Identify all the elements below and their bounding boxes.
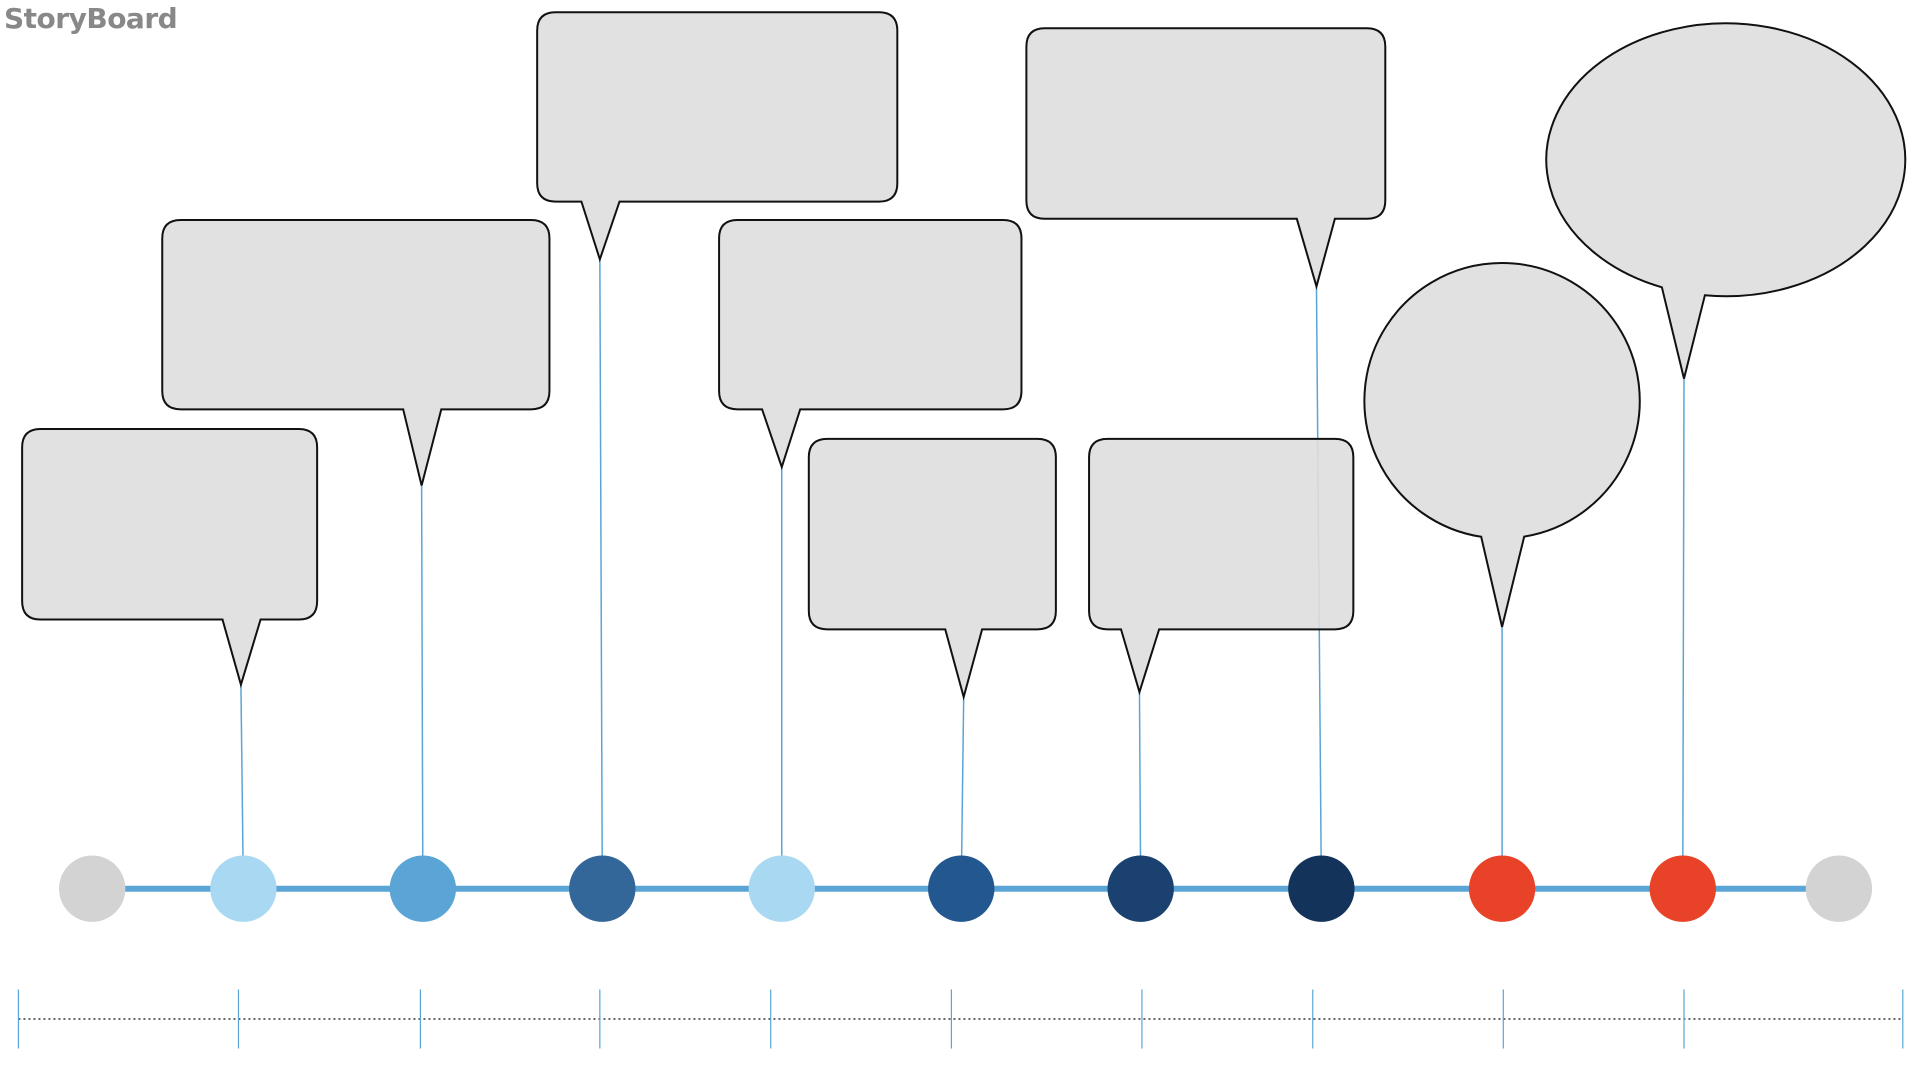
speech-bubble-4 xyxy=(718,219,1023,471)
speech-bubble-6 xyxy=(1088,437,1355,696)
connector-line xyxy=(420,485,424,889)
speech-bubble-8 xyxy=(1363,262,1641,628)
timeline-node-start[interactable] xyxy=(59,855,126,922)
speech-bubble-3 xyxy=(536,11,899,263)
speech-bubble-7 xyxy=(1025,27,1387,291)
timeline-node-event-7[interactable] xyxy=(1288,855,1355,922)
timeline-node-event-6[interactable] xyxy=(1107,855,1174,922)
timeline-node-event-8[interactable] xyxy=(1468,855,1536,922)
timeline-node-event-3[interactable] xyxy=(569,855,636,922)
connector-line xyxy=(599,259,604,889)
timeline-node-event-2[interactable] xyxy=(389,855,457,922)
storyboard-title: StoryBoard xyxy=(4,2,178,35)
speech-bubble-5 xyxy=(807,437,1057,701)
timeline-node-end[interactable] xyxy=(1805,855,1873,922)
connector-line xyxy=(1682,378,1685,889)
timeline-node-event-5[interactable] xyxy=(928,855,995,922)
connector-line xyxy=(240,684,245,889)
timeline-node-event-4[interactable] xyxy=(748,855,815,922)
timeline-node-event-9[interactable] xyxy=(1649,855,1716,922)
speech-bubble-2 xyxy=(161,219,551,486)
timeline-node-event-1[interactable] xyxy=(210,855,277,922)
speech-bubble-9 xyxy=(1545,22,1907,379)
speech-bubble-1 xyxy=(21,427,319,689)
